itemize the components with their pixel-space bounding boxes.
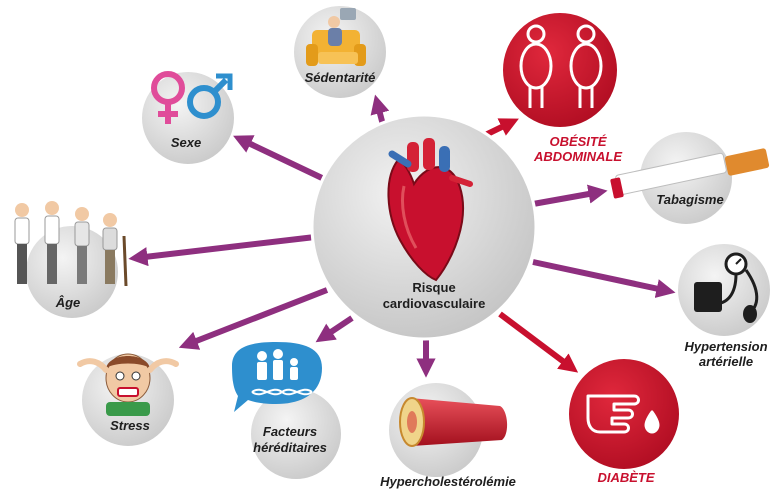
label-facteurs-line1: Facteurs bbox=[263, 424, 317, 439]
blood-pressure-cuff-icon bbox=[694, 252, 759, 323]
cigarette-icon bbox=[610, 148, 770, 199]
gender-symbols-icon bbox=[151, 71, 233, 124]
arrow-to-diabete bbox=[498, 311, 579, 373]
node-obesite: OBÉSITÉ ABDOMINALE bbox=[501, 11, 622, 164]
node-diabete: DIABÈTE bbox=[567, 357, 681, 485]
center-label-line2: cardiovasculaire bbox=[383, 296, 486, 311]
label-sexe: Sexe bbox=[171, 135, 201, 150]
label-sedentarite: Sédentarité bbox=[305, 70, 376, 85]
node-facteurs: Facteurs héréditaires bbox=[232, 342, 343, 481]
arrow-to-sexe bbox=[233, 135, 324, 181]
family-dna-icon bbox=[232, 342, 322, 412]
node-age: Âge bbox=[14, 201, 128, 320]
label-age: Âge bbox=[55, 295, 81, 310]
sofa-person-icon bbox=[306, 8, 366, 66]
obese-silhouettes-icon bbox=[519, 24, 603, 108]
elderly-people-icon bbox=[14, 201, 128, 287]
node-sexe: Sexe bbox=[140, 70, 236, 166]
node-hypercholesterolemie: Hypercholestérolémie bbox=[380, 381, 516, 489]
label-stress: Stress bbox=[110, 418, 150, 433]
arrow-to-stress bbox=[178, 287, 329, 350]
label-hypertension-line2: artérielle bbox=[699, 354, 753, 369]
node-tabagisme: Tabagisme bbox=[610, 130, 770, 226]
center-label-line1: Risque bbox=[412, 280, 455, 295]
arrow-to-hypertension bbox=[532, 259, 676, 298]
label-hypertension-line1: Hypertension bbox=[684, 339, 767, 354]
center-node: Risque cardiovasculaire bbox=[310, 113, 538, 341]
heart-icon bbox=[387, 138, 473, 282]
finger-drop-icon bbox=[586, 394, 660, 434]
node-stress: Stress bbox=[77, 352, 179, 448]
arrow-to-age bbox=[128, 234, 316, 267]
arrow-to-sedentarite bbox=[370, 94, 390, 126]
arrow-to-tabagisme bbox=[532, 184, 608, 207]
artery-plaque-icon bbox=[399, 397, 508, 447]
label-hypercholesterolemie: Hypercholestérolémie bbox=[380, 474, 516, 489]
label-obesite-line1: OBÉSITÉ bbox=[549, 134, 606, 149]
label-tabagisme: Tabagisme bbox=[656, 192, 723, 207]
node-sedentarite: Sédentarité bbox=[292, 4, 388, 100]
stressed-face-icon bbox=[77, 353, 179, 416]
node-hypertension: Hypertension artérielle bbox=[676, 242, 772, 369]
label-obesite-line2: ABDOMINALE bbox=[533, 149, 622, 164]
label-facteurs-line2: héréditaires bbox=[253, 440, 327, 455]
arrow-to-facteurs bbox=[315, 315, 354, 343]
label-diabete: DIABÈTE bbox=[597, 470, 654, 485]
